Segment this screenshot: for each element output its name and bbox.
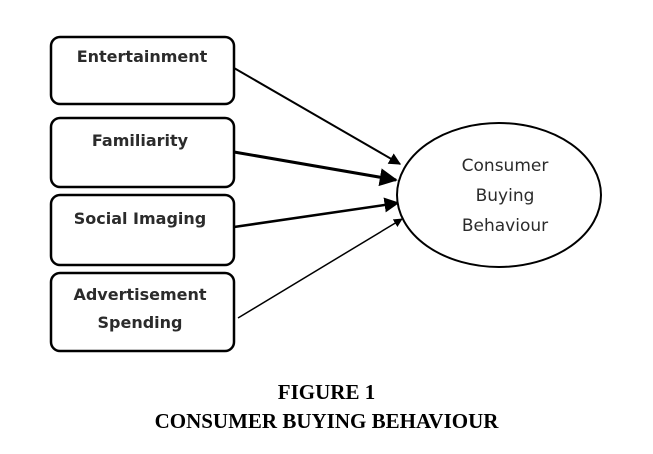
arrow-familiarity — [233, 150, 398, 187]
factor-box-advertisement-spending: Advertisement Spending — [49, 271, 236, 353]
outcome-consumer-buying-behaviour: Consumer Buying Behaviour — [396, 122, 602, 268]
arrows — [233, 67, 403, 319]
outcome-label-line-3: Behaviour — [462, 216, 548, 236]
arrow-entertainment — [233, 67, 402, 165]
factor-box-social-imaging: Social Imaging — [49, 193, 236, 267]
factor-box-entertainment: Entertainment — [49, 35, 236, 106]
factor-label-entertainment: Entertainment — [77, 47, 208, 66]
factor-label-social-imaging: Social Imaging — [74, 209, 207, 228]
factor-box-familiarity: Familiarity — [49, 116, 236, 189]
outcome-label-line-1: Consumer — [462, 156, 549, 176]
factor-label-advertisement-line-2: Spending — [98, 313, 183, 332]
figure-number: FIGURE 1 — [277, 380, 376, 404]
outcome-label-line-2: Buying — [476, 186, 535, 206]
arrow-advertisement-spending — [237, 218, 403, 319]
arrow-social-imaging — [233, 197, 400, 229]
factor-label-familiarity: Familiarity — [92, 131, 189, 150]
factor-label-advertisement-line-1: Advertisement — [73, 285, 206, 304]
figure-title: CONSUMER BUYING BEHAVIOUR — [154, 409, 499, 433]
